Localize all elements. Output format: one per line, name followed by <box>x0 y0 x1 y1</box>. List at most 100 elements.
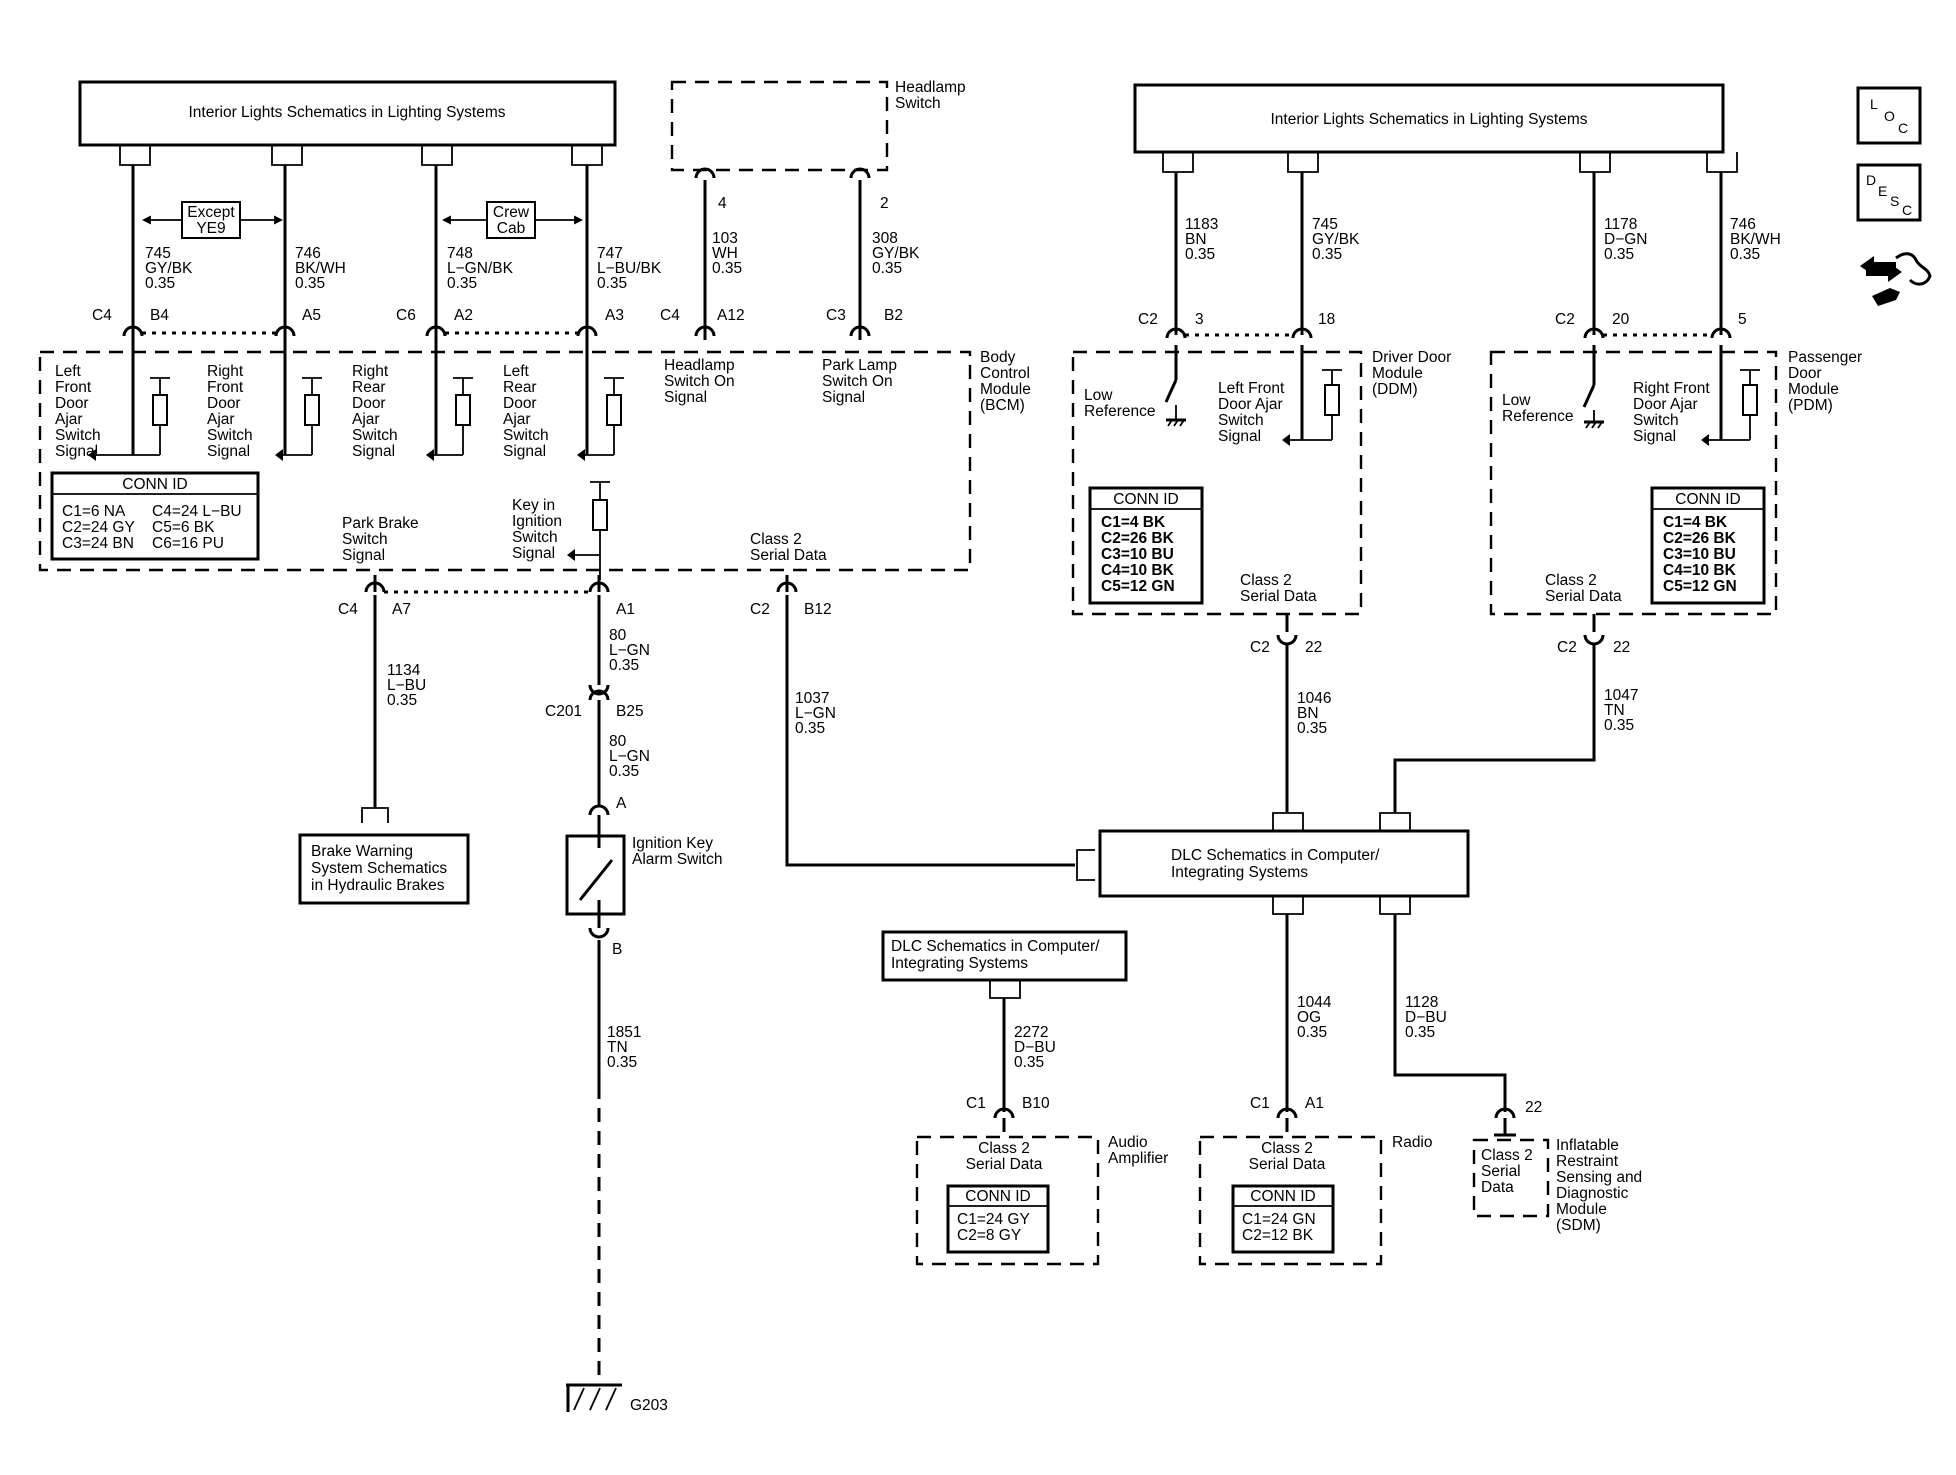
svg-text:L−GN: L−GN <box>609 748 650 765</box>
svg-text:C5=12 GN: C5=12 GN <box>1663 578 1737 595</box>
svg-text:C3=10 BU: C3=10 BU <box>1101 546 1174 563</box>
bcm-module[interactable]: Body Control Module (BCM) <box>38 349 1031 572</box>
svg-text:C4=10 BK: C4=10 BK <box>1101 562 1175 579</box>
svg-text:1128: 1128 <box>1405 994 1438 1011</box>
svg-text:C3=24 BN: C3=24 BN <box>62 535 134 552</box>
svg-text:CONN ID: CONN ID <box>1113 491 1178 508</box>
svg-text:1046: 1046 <box>1297 690 1331 707</box>
svg-text:Front: Front <box>55 379 92 396</box>
svg-text:Signal: Signal <box>207 443 250 460</box>
crew-cab-tag: Crew Cab <box>441 201 584 239</box>
headlamp-switch-box[interactable]: 4 2 Headlamp Switch <box>670 79 966 212</box>
svg-text:Class 2: Class 2 <box>1261 1140 1313 1157</box>
svg-text:DLC Schematics in Computer/: DLC Schematics in Computer/ <box>1171 847 1380 864</box>
svg-text:22: 22 <box>1525 1099 1542 1116</box>
svg-text:CONN ID: CONN ID <box>1250 1188 1315 1205</box>
svg-text:Low: Low <box>1084 387 1113 404</box>
svg-text:O: O <box>1884 108 1895 124</box>
svg-text:80: 80 <box>609 627 627 644</box>
svg-text:0.35: 0.35 <box>387 692 417 709</box>
svg-text:C2: C2 <box>1250 639 1270 656</box>
svg-text:OG: OG <box>1297 1009 1321 1026</box>
svg-text:Cab: Cab <box>497 220 525 237</box>
desc-icon[interactable]: D E S C <box>1856 163 1922 222</box>
bcm-headlamp-signal-label: Headlamp Switch On Signal <box>664 357 735 406</box>
svg-text:A7: A7 <box>392 601 411 618</box>
svg-text:C1=6 NA: C1=6 NA <box>62 503 126 520</box>
wire-1134-run: 1134 L−BU 0.35 <box>361 595 426 823</box>
dlc-audio-box[interactable]: DLC Schematics in Computer/ Integrating … <box>881 930 1128 999</box>
dlc-main-box[interactable]: DLC Schematics in Computer/ Integrating … <box>1098 812 1470 915</box>
svg-text:Signal: Signal <box>55 443 98 460</box>
svg-text:D: D <box>1866 172 1876 188</box>
svg-text:308: 308 <box>872 230 898 247</box>
connector-repair-icon[interactable] <box>1860 252 1932 306</box>
svg-text:Switch: Switch <box>207 427 253 444</box>
svg-text:Switch: Switch <box>512 529 558 546</box>
svg-text:0.35: 0.35 <box>1604 717 1634 734</box>
svg-text:(SDM): (SDM) <box>1556 1217 1601 1234</box>
svg-text:C1=24 GY: C1=24 GY <box>957 1211 1030 1228</box>
svg-text:746: 746 <box>1730 216 1756 233</box>
svg-text:0.35: 0.35 <box>447 275 477 292</box>
svg-text:Class 2: Class 2 <box>978 1140 1030 1157</box>
svg-text:G203: G203 <box>630 1397 668 1414</box>
loc-icon[interactable]: L O C <box>1856 86 1922 145</box>
svg-text:L−BU/BK: L−BU/BK <box>597 260 662 277</box>
svg-text:Headlamp: Headlamp <box>895 79 966 96</box>
svg-text:C2=26 BK: C2=26 BK <box>1663 530 1737 547</box>
svg-text:1047: 1047 <box>1604 687 1638 704</box>
svg-text:Door Ajar: Door Ajar <box>1633 396 1698 413</box>
svg-text:Radio: Radio <box>1392 1134 1433 1151</box>
brake-warning-box[interactable]: Brake Warning System Schematics in Hydra… <box>298 833 470 905</box>
svg-text:0.35: 0.35 <box>1312 246 1342 263</box>
svg-text:Serial Data: Serial Data <box>1240 588 1317 605</box>
svg-text:C2=12 BK: C2=12 BK <box>1242 1227 1314 1244</box>
svg-text:A12: A12 <box>717 307 745 324</box>
svg-text:BN: BN <box>1297 705 1319 722</box>
svg-text:Signal: Signal <box>503 443 546 460</box>
interior-lights-left-box[interactable]: Interior Lights Schematics in Lighting S… <box>78 80 617 147</box>
svg-text:YE9: YE9 <box>196 220 225 237</box>
svg-text:0.35: 0.35 <box>145 275 175 292</box>
svg-text:0.35: 0.35 <box>1185 246 1215 263</box>
svg-text:D−BU: D−BU <box>1014 1039 1056 1056</box>
audio-amplifier-module[interactable]: Audio Amplifier Class 2 Serial Data CONN… <box>915 1118 1168 1266</box>
svg-text:Signal: Signal <box>822 389 865 406</box>
svg-text:0.35: 0.35 <box>1297 1024 1327 1041</box>
interior-left-connectors <box>119 145 603 166</box>
bcm-key-in-ignition: Key in Ignition Switch Signal <box>512 481 610 580</box>
svg-text:TN: TN <box>1604 702 1625 719</box>
svg-text:103: 103 <box>712 230 738 247</box>
svg-text:L: L <box>1870 96 1878 112</box>
sdm-module[interactable]: Class 2 Serial Data Inflatable Restraint… <box>1472 1118 1642 1234</box>
svg-text:Left Front: Left Front <box>1218 380 1285 397</box>
svg-text:Switch: Switch <box>352 427 398 444</box>
wire-80-run: 80 L−GN 0.35 C201 B25 80 L−GN 0.35 A <box>545 595 650 816</box>
svg-text:Key in: Key in <box>512 497 555 514</box>
svg-text:C2=24 GY: C2=24 GY <box>62 519 135 536</box>
svg-text:Serial Data: Serial Data <box>1545 588 1622 605</box>
svg-text:Switch: Switch <box>342 531 388 548</box>
svg-text:(BCM): (BCM) <box>980 397 1025 414</box>
svg-text:0.35: 0.35 <box>1297 720 1327 737</box>
svg-text:Crew: Crew <box>493 204 530 221</box>
svg-text:Rear: Rear <box>503 379 537 396</box>
svg-text:C4=10 BK: C4=10 BK <box>1663 562 1737 579</box>
driver-door-module[interactable]: Driver Door Module (DDM) Low Reference L… <box>1071 345 1451 616</box>
svg-text:748: 748 <box>447 245 473 262</box>
svg-text:Signal: Signal <box>352 443 395 460</box>
interior-lights-right-box[interactable]: Interior Lights Schematics in Lighting S… <box>1133 83 1738 173</box>
svg-text:Ignition Key: Ignition Key <box>632 835 713 852</box>
ignition-key-alarm-switch[interactable]: Ignition Key Alarm Switch B <box>565 815 722 958</box>
svg-text:C5=12 GN: C5=12 GN <box>1101 578 1175 595</box>
radio-module[interactable]: Radio Class 2 Serial Data CONN ID C1=24 … <box>1198 1118 1433 1266</box>
svg-text:A2: A2 <box>454 307 473 324</box>
passenger-door-module[interactable]: Passenger Door Module (PDM) Low Referenc… <box>1489 345 1862 616</box>
svg-text:Front: Front <box>207 379 244 396</box>
bcm-class2-label: Class 2 Serial Data <box>750 531 827 564</box>
svg-text:Audio: Audio <box>1108 1134 1148 1151</box>
svg-text:Switch: Switch <box>895 95 941 112</box>
svg-text:Signal: Signal <box>342 547 385 564</box>
